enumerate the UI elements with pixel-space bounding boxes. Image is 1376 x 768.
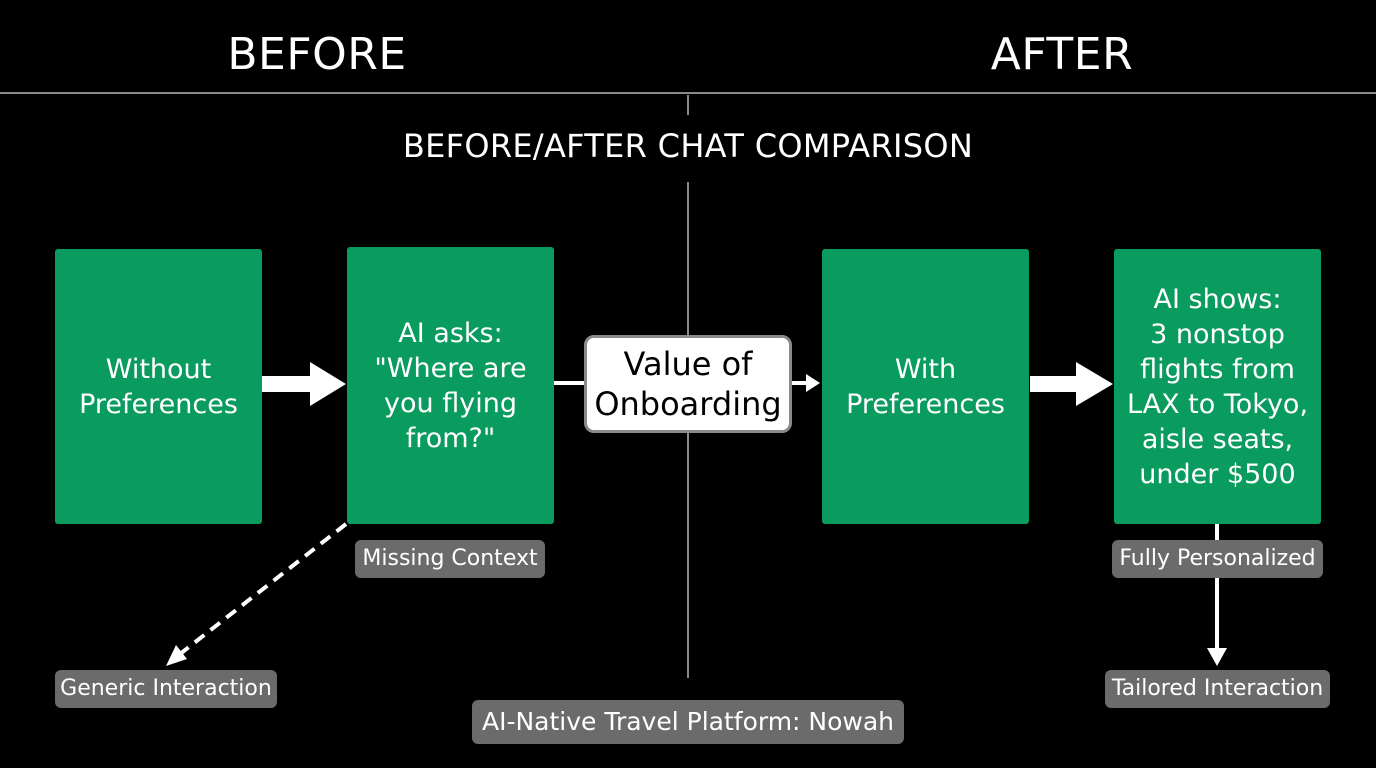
badge-fully-personalized: Fully Personalized [1112,540,1323,578]
value-of-onboarding-label: Value of Onboarding [594,345,782,423]
after-header: AFTER [990,29,1134,80]
badge-missing-context: Missing Context [355,540,545,578]
result-tailored-interaction: Tailored Interaction [1105,670,1330,708]
arrow-without-to-ai-asks [262,362,346,406]
arrow-with-to-ai-shows [1030,362,1113,406]
card-without-preferences-label: Without Preferences [79,353,238,420]
arrow-value-to-with [792,374,820,392]
before-header: BEFORE [227,29,407,80]
card-ai-shows-label: AI shows: 3 nonstop flights from LAX to … [1126,283,1309,490]
arrow-badge-to-tailored [1207,578,1227,666]
result-generic-interaction: Generic Interaction [55,670,277,708]
footer-platform-label: AI-Native Travel Platform: Nowah [472,700,904,744]
card-ai-shows: AI shows: 3 nonstop flights from LAX to … [1114,249,1321,524]
value-of-onboarding-box: Value of Onboarding [584,335,792,433]
dashed-arrow-to-generic [166,522,348,666]
card-with-preferences: With Preferences [822,249,1029,524]
card-ai-asks-label: AI asks: "Where are you flying from?" [374,317,527,454]
diagram-subtitle: BEFORE/AFTER CHAT COMPARISON [402,127,974,165]
card-without-preferences: Without Preferences [55,249,262,524]
card-ai-asks: AI asks: "Where are you flying from?" [347,247,554,524]
card-with-preferences-label: With Preferences [846,353,1005,420]
